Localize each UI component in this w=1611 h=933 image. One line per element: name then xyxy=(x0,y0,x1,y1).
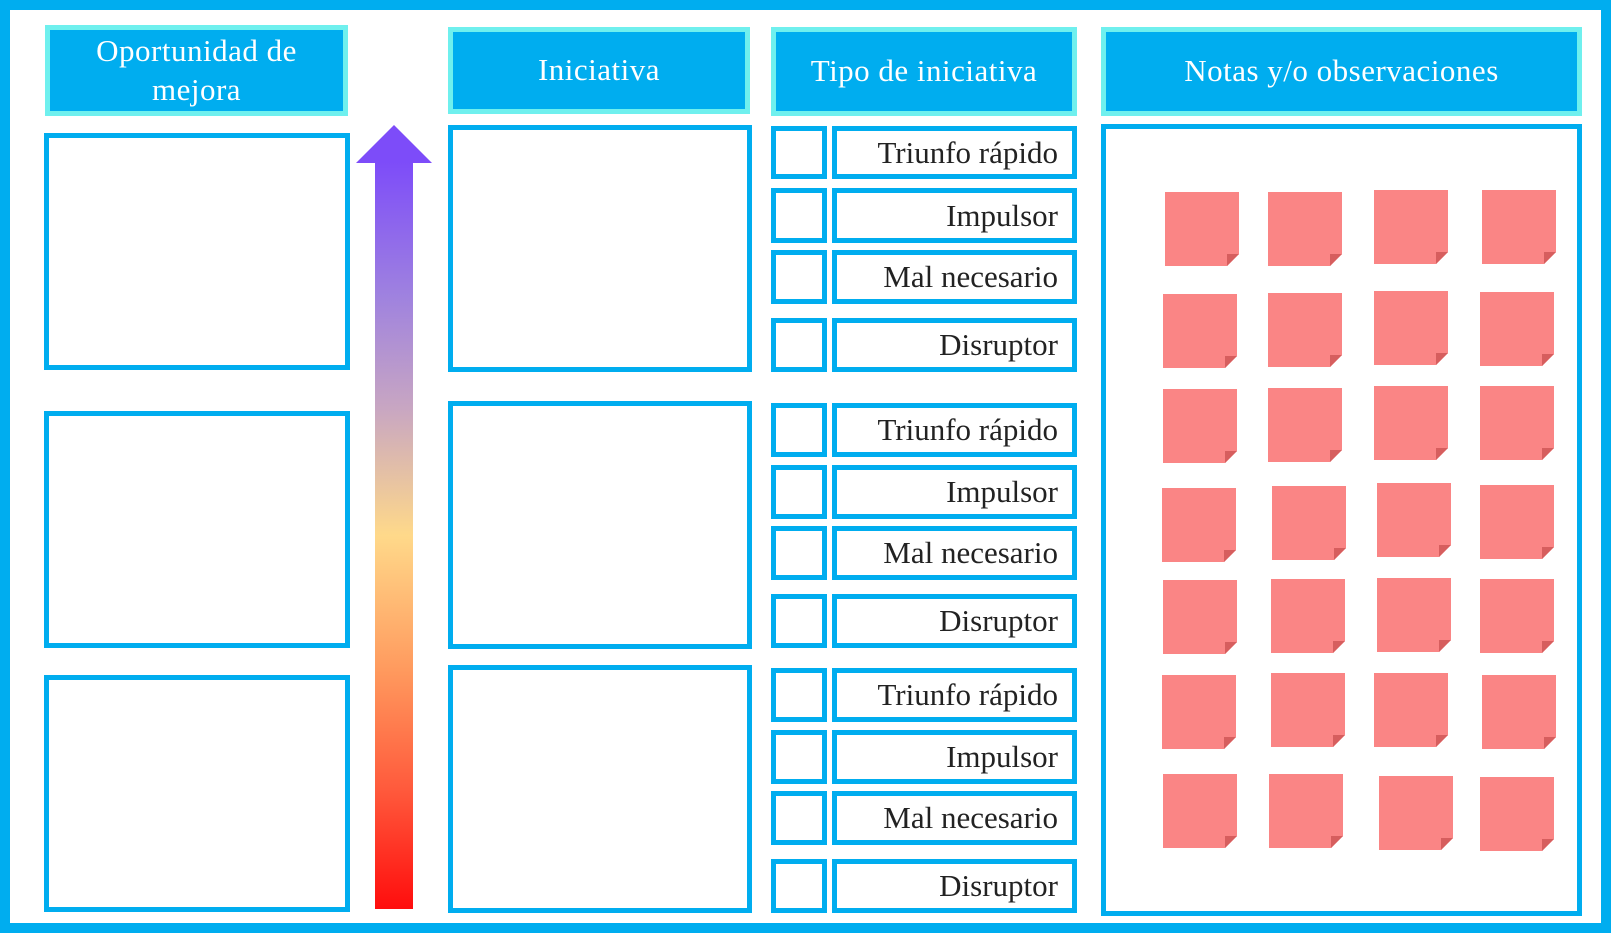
type-option-driver: Impulsor xyxy=(832,730,1077,784)
type-option-label: Disruptor xyxy=(939,327,1058,362)
sticky-note-11[interactable] xyxy=(1374,386,1448,460)
type-option-necessary-evil: Mal necesario xyxy=(832,791,1077,845)
header-initiative: Iniciativa xyxy=(448,27,750,114)
sticky-note-27[interactable] xyxy=(1379,776,1453,850)
sticky-note-15[interactable] xyxy=(1377,483,1451,557)
type-checkbox[interactable] xyxy=(771,188,827,243)
type-option-quick-win: Triunfo rápido xyxy=(832,668,1077,722)
sticky-note-8[interactable] xyxy=(1480,292,1554,366)
sticky-note-2[interactable] xyxy=(1268,192,1342,266)
type-checkbox[interactable] xyxy=(771,126,827,179)
sticky-note-23[interactable] xyxy=(1374,673,1448,747)
priority-arrow-head-icon xyxy=(356,125,432,163)
sticky-note-6[interactable] xyxy=(1268,293,1342,367)
type-option-label: Mal necesario xyxy=(883,259,1058,294)
opportunity-box-1[interactable] xyxy=(44,133,350,370)
type-checkbox[interactable] xyxy=(771,594,827,648)
type-checkbox[interactable] xyxy=(771,318,827,372)
type-checkbox[interactable] xyxy=(771,465,827,519)
initiative-box-3[interactable] xyxy=(448,665,752,913)
type-option-label: Disruptor xyxy=(939,868,1058,903)
type-option-disruptor: Disruptor xyxy=(832,318,1077,372)
type-checkbox[interactable] xyxy=(771,250,827,304)
sticky-note-16[interactable] xyxy=(1480,485,1554,559)
type-option-necessary-evil: Mal necesario xyxy=(832,250,1077,304)
sticky-note-13[interactable] xyxy=(1162,488,1236,562)
header-initiative-type-label: Tipo de iniciativa xyxy=(810,53,1038,89)
sticky-note-28[interactable] xyxy=(1480,777,1554,851)
type-option-label: Mal necesario xyxy=(883,535,1058,570)
type-option-necessary-evil: Mal necesario xyxy=(832,526,1077,580)
type-option-disruptor: Disruptor xyxy=(832,594,1077,648)
type-checkbox[interactable] xyxy=(771,668,827,722)
priority-arrow-shaft xyxy=(375,162,413,909)
sticky-note-5[interactable] xyxy=(1163,294,1237,368)
type-option-driver: Impulsor xyxy=(832,188,1077,243)
header-initiative-type: Tipo de iniciativa xyxy=(771,27,1077,116)
type-checkbox[interactable] xyxy=(771,791,827,845)
type-checkbox[interactable] xyxy=(771,859,827,913)
type-option-quick-win: Triunfo rápido xyxy=(832,403,1077,457)
sticky-note-20[interactable] xyxy=(1480,579,1554,653)
sticky-note-10[interactable] xyxy=(1268,388,1342,462)
header-opportunity-label: Oportunidad de mejora xyxy=(96,32,297,107)
header-opportunity: Oportunidad de mejora xyxy=(45,25,348,116)
sticky-note-25[interactable] xyxy=(1163,774,1237,848)
type-option-label: Impulsor xyxy=(946,197,1058,233)
opportunity-box-2[interactable] xyxy=(44,411,350,648)
sticky-note-19[interactable] xyxy=(1377,578,1451,652)
sticky-note-1[interactable] xyxy=(1165,192,1239,266)
type-checkbox[interactable] xyxy=(771,730,827,784)
sticky-note-3[interactable] xyxy=(1374,190,1448,264)
sticky-note-26[interactable] xyxy=(1269,774,1343,848)
type-option-label: Triunfo rápido xyxy=(877,134,1058,170)
type-option-label: Disruptor xyxy=(939,603,1058,638)
type-option-driver: Impulsor xyxy=(832,465,1077,519)
sticky-note-4[interactable] xyxy=(1482,190,1556,264)
type-option-label: Mal necesario xyxy=(883,800,1058,835)
type-checkbox[interactable] xyxy=(771,403,827,457)
type-checkbox[interactable] xyxy=(771,526,827,580)
sticky-note-17[interactable] xyxy=(1163,580,1237,654)
type-option-label: Triunfo rápido xyxy=(877,677,1058,712)
header-notes-label: Notas y/o observaciones xyxy=(1184,53,1499,89)
type-option-disruptor: Disruptor xyxy=(832,859,1077,913)
type-option-label: Triunfo rápido xyxy=(877,412,1058,447)
sticky-note-18[interactable] xyxy=(1271,579,1345,653)
sticky-note-7[interactable] xyxy=(1374,291,1448,365)
sticky-note-21[interactable] xyxy=(1162,675,1236,749)
opportunity-box-3[interactable] xyxy=(44,675,350,912)
header-notes: Notas y/o observaciones xyxy=(1101,27,1582,116)
initiative-box-1[interactable] xyxy=(448,125,752,372)
sticky-note-22[interactable] xyxy=(1271,673,1345,747)
sticky-note-12[interactable] xyxy=(1480,386,1554,460)
type-option-label: Impulsor xyxy=(946,739,1058,774)
type-option-quick-win: Triunfo rápido xyxy=(832,126,1077,179)
type-option-label: Impulsor xyxy=(946,474,1058,509)
sticky-note-14[interactable] xyxy=(1272,486,1346,560)
sticky-note-9[interactable] xyxy=(1163,389,1237,463)
initiative-box-2[interactable] xyxy=(448,401,752,649)
header-initiative-label: Iniciativa xyxy=(537,52,661,88)
sticky-note-24[interactable] xyxy=(1482,675,1556,749)
